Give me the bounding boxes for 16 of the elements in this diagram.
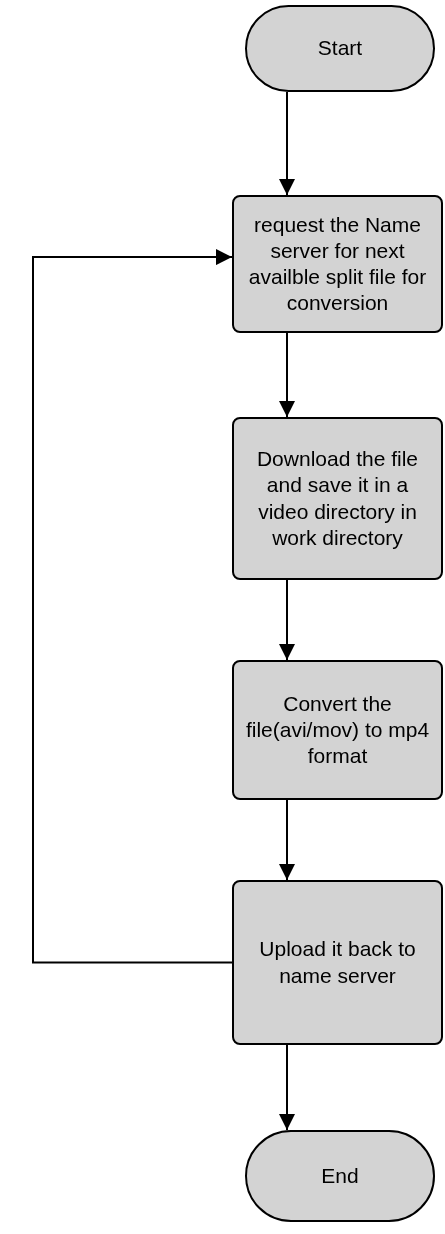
arrow [279, 799, 295, 881]
arrow [32, 249, 233, 964]
process-box [232, 880, 443, 1045]
process-box [232, 417, 443, 580]
node-text: Upload it back to name server [258, 936, 417, 989]
arrow [279, 579, 295, 661]
process-box [232, 660, 443, 800]
node-text: Convert the file(avi/mov) to mp4 format [244, 690, 431, 770]
node-text: request the Name server for next availble split file for conversion [247, 211, 428, 317]
arrow [279, 332, 295, 418]
node-text: Download the file and save it in a video directory in work directory [255, 446, 420, 551]
node-text: Start [317, 35, 363, 62]
arrow [279, 1044, 295, 1131]
process-box [232, 195, 443, 333]
node-text: End [321, 1162, 359, 1189]
arrow [279, 91, 295, 196]
